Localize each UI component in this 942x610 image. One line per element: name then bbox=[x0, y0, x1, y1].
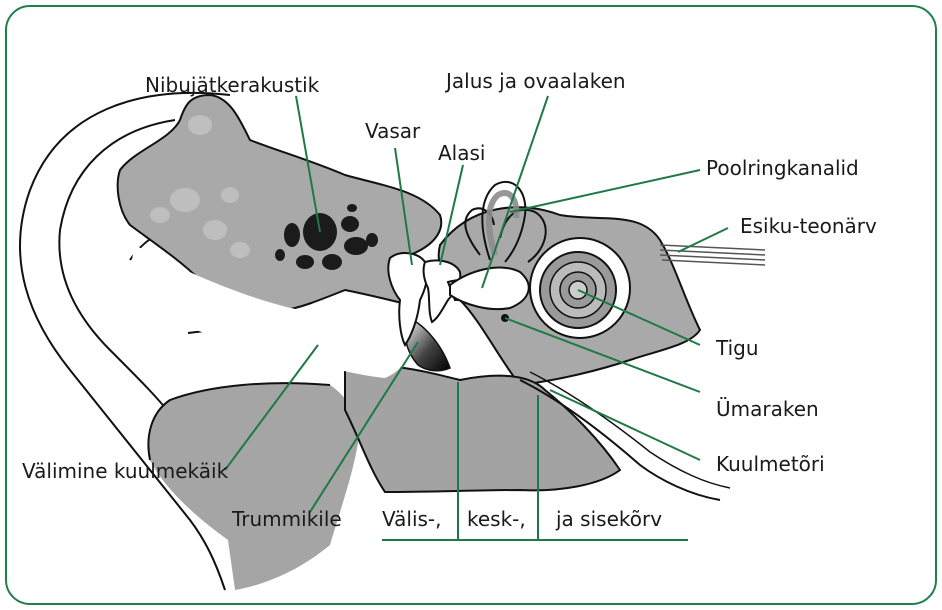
label-kesk: kesk-, bbox=[467, 507, 526, 531]
label-tigu: Tigu bbox=[715, 336, 759, 360]
label-umaraken: Ümaraken bbox=[716, 397, 819, 421]
label-jalus: Jalus ja ovaalaken bbox=[444, 69, 626, 93]
cochlea bbox=[530, 238, 630, 338]
label-vasar: Vasar bbox=[365, 119, 421, 143]
label-alasi: Alasi bbox=[438, 141, 485, 165]
label-nibujatkerakustik: Nibujätkerakustik bbox=[145, 73, 320, 97]
label-esiku-teonarv: Esiku-teonärv bbox=[740, 214, 877, 238]
label-kuulmetori: Kuulmetõri bbox=[716, 452, 825, 476]
label-valis: Välis-, bbox=[382, 507, 442, 531]
label-poolringkanalid: Poolringkanalid bbox=[706, 156, 859, 180]
label-valimine-kuulmekaik: Välimine kuulmekäik bbox=[22, 459, 229, 483]
label-sisekorv: ja sisekõrv bbox=[555, 507, 662, 531]
label-trummikile: Trummikile bbox=[231, 507, 342, 531]
